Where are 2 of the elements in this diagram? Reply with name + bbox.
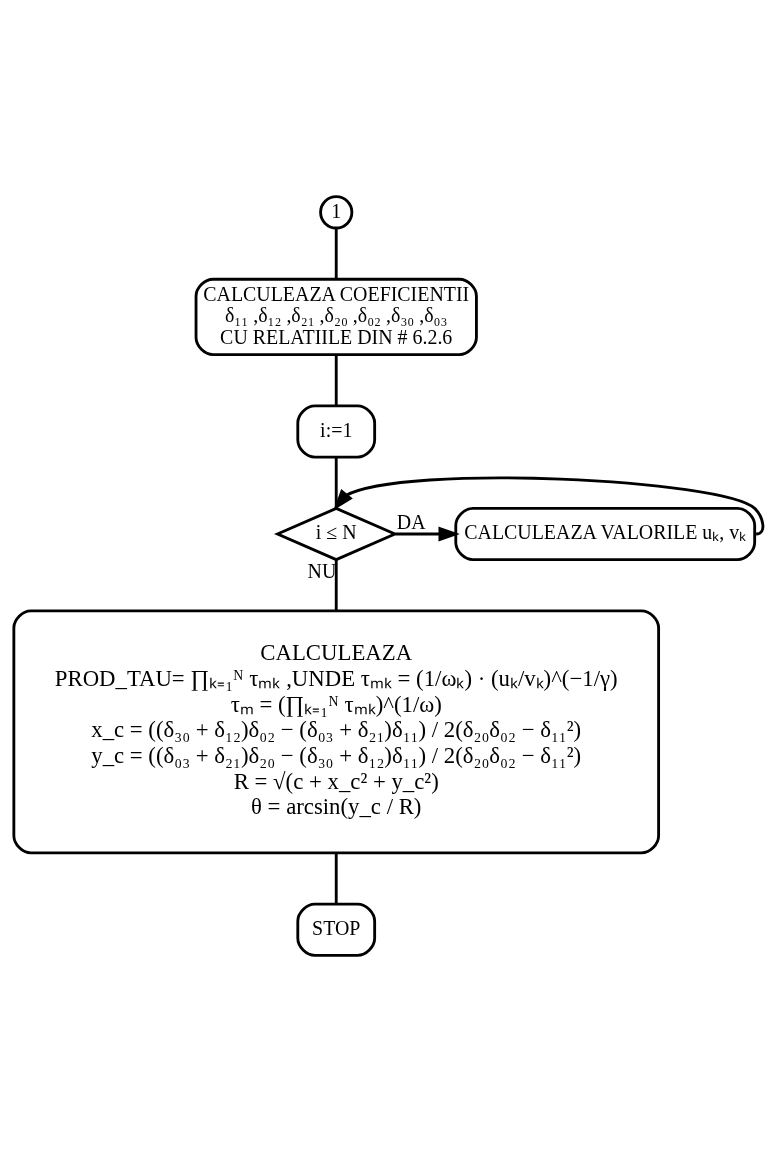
edge-label: NU <box>307 559 337 582</box>
edge-label: DA <box>396 510 426 533</box>
